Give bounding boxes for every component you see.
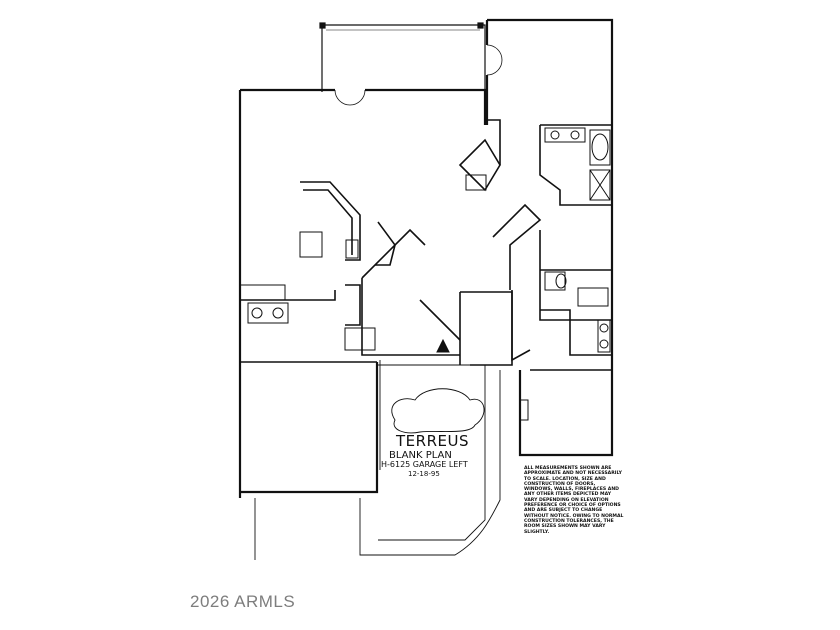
watermark: 2026 ARMLS [190,592,296,611]
plan-model: H-6125 GARAGE LEFT [381,460,468,469]
plan-title: TERREUS [396,432,469,450]
disclaimer-notes: All measurements shown are approximate a… [524,466,624,535]
interior-walls [240,119,612,400]
covered-patio [319,22,486,92]
site-lines [254,360,501,560]
patio-doors [334,44,503,106]
exterior-walls [238,18,614,498]
plan-date: 12-18-95 [408,470,440,478]
fixtures [239,127,611,421]
plan-subtitle: BLANK PLAN [389,450,452,461]
